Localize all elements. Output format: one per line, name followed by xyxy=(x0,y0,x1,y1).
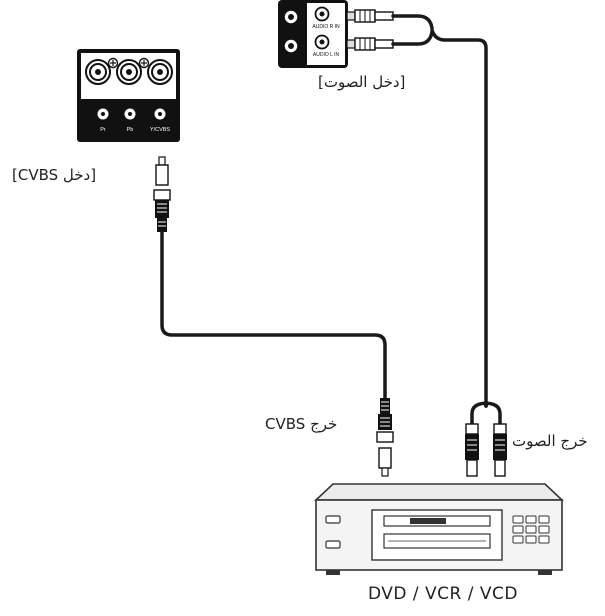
audio-plug-bottom-l xyxy=(465,423,479,477)
audio-output-label: خرج الصوت xyxy=(512,432,588,450)
cvbs-output-label: خرج CVBS xyxy=(265,415,338,433)
audio-plug-bottom-r xyxy=(493,423,507,477)
bnc-jack-icon xyxy=(116,59,142,85)
screw-icon xyxy=(107,57,119,69)
eject-button-icon xyxy=(325,540,341,549)
cvbs-adapter-top xyxy=(153,156,171,232)
device-label: DVD / VCR / VCD xyxy=(368,584,518,604)
audio-input-panel: AUDIO R IN AUDIO L IN xyxy=(278,0,348,68)
pb-label: Pb xyxy=(127,127,134,133)
audio-input-label: [دخل الصوت] xyxy=(318,73,406,91)
audio-r-label: AUDIO R IN xyxy=(312,24,340,30)
y-cvbs-label: Y/CVBS xyxy=(150,127,171,133)
pb-jack-icon xyxy=(124,108,136,120)
audio-l-label: AUDIO L IN xyxy=(313,52,340,58)
power-button-icon xyxy=(325,515,341,524)
jack-icon xyxy=(283,9,299,25)
pr-label: Pr xyxy=(100,127,106,133)
audio-plug-top-r xyxy=(346,9,394,23)
display-window xyxy=(410,518,446,524)
audio-l-jack-icon xyxy=(314,34,330,50)
pr-jack-icon xyxy=(97,108,109,120)
screw-icon xyxy=(138,57,150,69)
audio-cable xyxy=(391,14,502,426)
audio-r-jack-icon xyxy=(314,6,330,22)
cvbs-input-label: [دخل CVBS] xyxy=(12,166,97,184)
control-buttons-icon xyxy=(512,515,550,544)
bnc-jack-icon xyxy=(147,59,173,85)
audio-plug-top-l xyxy=(346,37,394,51)
video-input-panel: Pr Pb Y/CVBS xyxy=(77,49,180,142)
y-cvbs-jack-icon xyxy=(154,108,166,120)
bnc-jack-icon xyxy=(85,59,111,85)
dvd-vcr-vcd-device xyxy=(313,483,565,575)
cvbs-cable xyxy=(160,230,387,400)
cvbs-adapter-bottom xyxy=(376,398,394,477)
jack-icon xyxy=(283,38,299,54)
